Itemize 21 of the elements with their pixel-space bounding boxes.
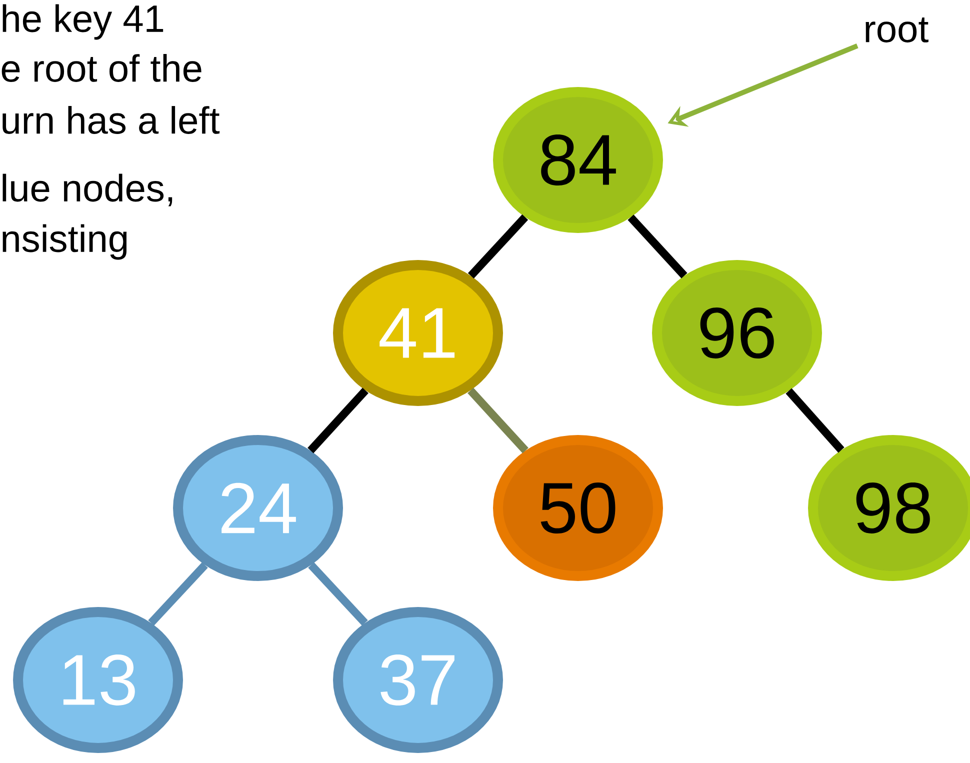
root-label: root: [866, 18, 928, 42]
text-line: he key 41: [2, 4, 164, 40]
tree-edge: [468, 388, 528, 454]
tree-node: 50: [493, 434, 663, 581]
text-line: nsisting: [2, 224, 127, 260]
tree-node: 24: [173, 434, 343, 581]
tree-edge: [308, 388, 368, 454]
tree-node: 96: [652, 260, 822, 406]
tree-edge: [148, 562, 208, 626]
tree-node: 84: [493, 87, 663, 233]
tree-node: 37: [333, 606, 503, 753]
tree-node: 41: [333, 260, 503, 406]
tree-node: 13: [13, 606, 183, 753]
tree-edge: [786, 388, 844, 453]
text-line: lue nodes,: [2, 174, 172, 206]
tree-edge: [308, 562, 368, 626]
text-line: urn has a left: [2, 106, 220, 134]
tree-edge: [468, 214, 528, 279]
text-line: e root of the: [2, 54, 202, 82]
tree-node: 98: [808, 434, 970, 581]
tree-edge: [628, 214, 688, 278]
